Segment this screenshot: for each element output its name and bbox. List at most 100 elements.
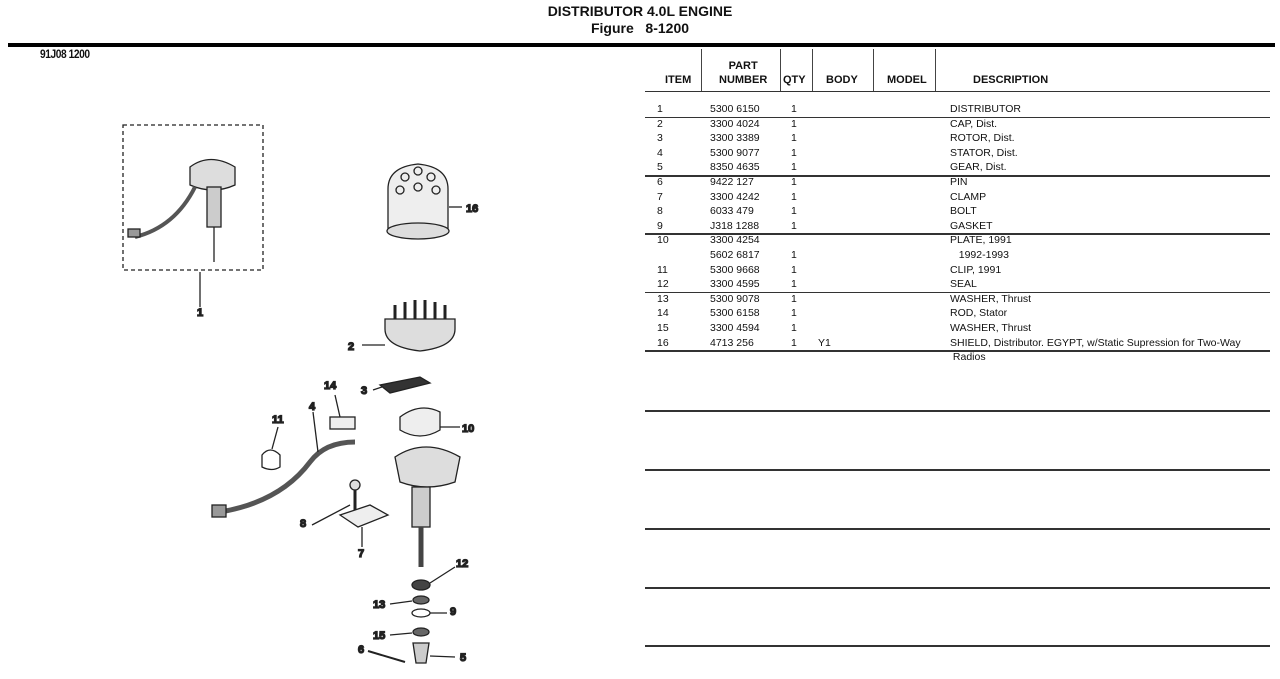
table-row: Radios bbox=[645, 350, 1270, 365]
pin-illustration bbox=[367, 650, 406, 663]
callout-10: 10 bbox=[462, 423, 474, 435]
cell-qty: 1 bbox=[791, 146, 797, 159]
cell-part: 4713 256 bbox=[710, 336, 754, 349]
callout-3: 3 bbox=[361, 385, 367, 397]
cell-qty: 1 bbox=[791, 307, 797, 320]
row-divider bbox=[645, 528, 1270, 530]
row-divider bbox=[645, 410, 1270, 412]
cell-desc: CLIP, 1991 bbox=[950, 263, 1002, 276]
col-divider bbox=[935, 49, 936, 91]
callout-1: 1 bbox=[197, 307, 203, 319]
callout-15: 15 bbox=[373, 630, 385, 642]
cell-part: J318 1288 bbox=[710, 219, 760, 232]
cell-part: 3300 4242 bbox=[710, 190, 760, 203]
cell-qty: 1 bbox=[791, 161, 797, 174]
gear-illustration bbox=[412, 642, 430, 664]
cell-item: 6 bbox=[657, 176, 663, 188]
callout-4: 4 bbox=[309, 401, 316, 413]
table-row: 4 5300 9077 1 STATOR, Dist. bbox=[645, 146, 1270, 161]
cell-part: 5300 6150 bbox=[710, 103, 760, 115]
cell-part: 5300 9078 bbox=[710, 292, 760, 305]
callout-12: 12 bbox=[456, 558, 468, 570]
plate-illustration bbox=[399, 407, 441, 437]
cell-part: 3300 4024 bbox=[710, 117, 760, 130]
col-description: DESCRIPTION bbox=[973, 74, 1049, 86]
row-divider bbox=[645, 291, 1270, 294]
rotor-illustration bbox=[378, 376, 432, 394]
figure-number: Figure 8-1200 bbox=[590, 20, 690, 36]
callout-5: 5 bbox=[460, 652, 466, 664]
cell-desc: PLATE, 1991 bbox=[950, 234, 1012, 247]
cell-qty: 1 bbox=[791, 278, 797, 291]
housing-illustration bbox=[394, 446, 461, 567]
row-divider bbox=[645, 350, 1270, 352]
row-divider bbox=[645, 175, 1270, 177]
cell-part: 5300 9668 bbox=[710, 263, 760, 276]
cell-qty: 1 bbox=[791, 103, 797, 115]
cell-desc: SHIELD, Distributor. EGYPT, w/Static Sup… bbox=[950, 336, 1241, 349]
callout-13: 13 bbox=[373, 599, 385, 611]
cell-item: 15 bbox=[657, 322, 669, 334]
table-row: 15 3300 4594 1 WASHER, Thrust bbox=[645, 321, 1270, 336]
cell-body: Y1 bbox=[818, 336, 831, 349]
col-part-top: PART bbox=[728, 60, 758, 72]
row-divider bbox=[645, 469, 1270, 471]
col-part-number: PART NUMBER bbox=[719, 47, 767, 91]
col-body: BODY bbox=[826, 74, 858, 86]
cell-desc: GASKET bbox=[950, 219, 993, 232]
seal-illustration bbox=[411, 579, 431, 591]
cell-item: 8 bbox=[657, 205, 663, 218]
cell-qty: 1 bbox=[791, 132, 797, 145]
callout-7: 7 bbox=[358, 548, 364, 560]
page-title: DISTRIBUTOR 4.0L ENGINE bbox=[547, 3, 733, 19]
cell-part: 5300 9077 bbox=[710, 146, 760, 159]
cell-part: 3300 4595 bbox=[710, 278, 760, 291]
cell-qty: 1 bbox=[791, 176, 797, 188]
cell-item: 3 bbox=[657, 132, 663, 145]
cell-desc: WASHER, Thrust bbox=[950, 292, 1032, 305]
callout-8: 8 bbox=[300, 518, 306, 530]
col-part-bottom: NUMBER bbox=[719, 74, 768, 86]
cell-qty: 1 bbox=[791, 322, 797, 334]
col-divider bbox=[873, 49, 874, 91]
cell-item: 2 bbox=[657, 117, 663, 130]
cell-desc: CLAMP bbox=[950, 190, 987, 203]
cell-qty: 1 bbox=[791, 336, 797, 349]
table-header: ITEM PART NUMBER QTY BODY MODEL DESCRIPT… bbox=[645, 47, 1270, 92]
cell-desc: STATOR, Dist. bbox=[950, 146, 1018, 159]
callout-2: 2 bbox=[348, 341, 354, 353]
cell-desc: WASHER, Thrust bbox=[950, 322, 1032, 334]
cell-part: 9422 127 bbox=[710, 176, 754, 188]
cell-part: 5602 6817 bbox=[710, 249, 760, 261]
callout-9: 9 bbox=[450, 606, 456, 618]
cell-qty: 1 bbox=[791, 249, 797, 261]
cell-item: 12 bbox=[657, 278, 669, 291]
callout-11: 11 bbox=[272, 414, 284, 426]
cell-item: 7 bbox=[657, 190, 663, 203]
col-model: MODEL bbox=[887, 74, 927, 86]
cell-item: 11 bbox=[657, 263, 668, 276]
assembled-distributor-illustration bbox=[122, 124, 264, 307]
cell-desc: ROD, Stator bbox=[950, 307, 1008, 320]
col-divider bbox=[812, 49, 813, 91]
cell-desc: ROTOR, Dist. bbox=[950, 132, 1015, 145]
cell-qty: 1 bbox=[791, 205, 797, 218]
row-divider bbox=[645, 587, 1270, 589]
cell-part: 6033 479 bbox=[710, 205, 754, 218]
cell-qty: 1 bbox=[791, 190, 797, 203]
cell-item: 13 bbox=[657, 292, 669, 305]
cell-qty: 1 bbox=[791, 219, 797, 232]
cell-item: 5 bbox=[657, 161, 663, 174]
cell-part: 3300 4594 bbox=[710, 322, 760, 334]
row-divider bbox=[645, 645, 1270, 647]
cell-item: 4 bbox=[657, 146, 663, 159]
cell-desc: CAP, Dist. bbox=[950, 117, 998, 130]
